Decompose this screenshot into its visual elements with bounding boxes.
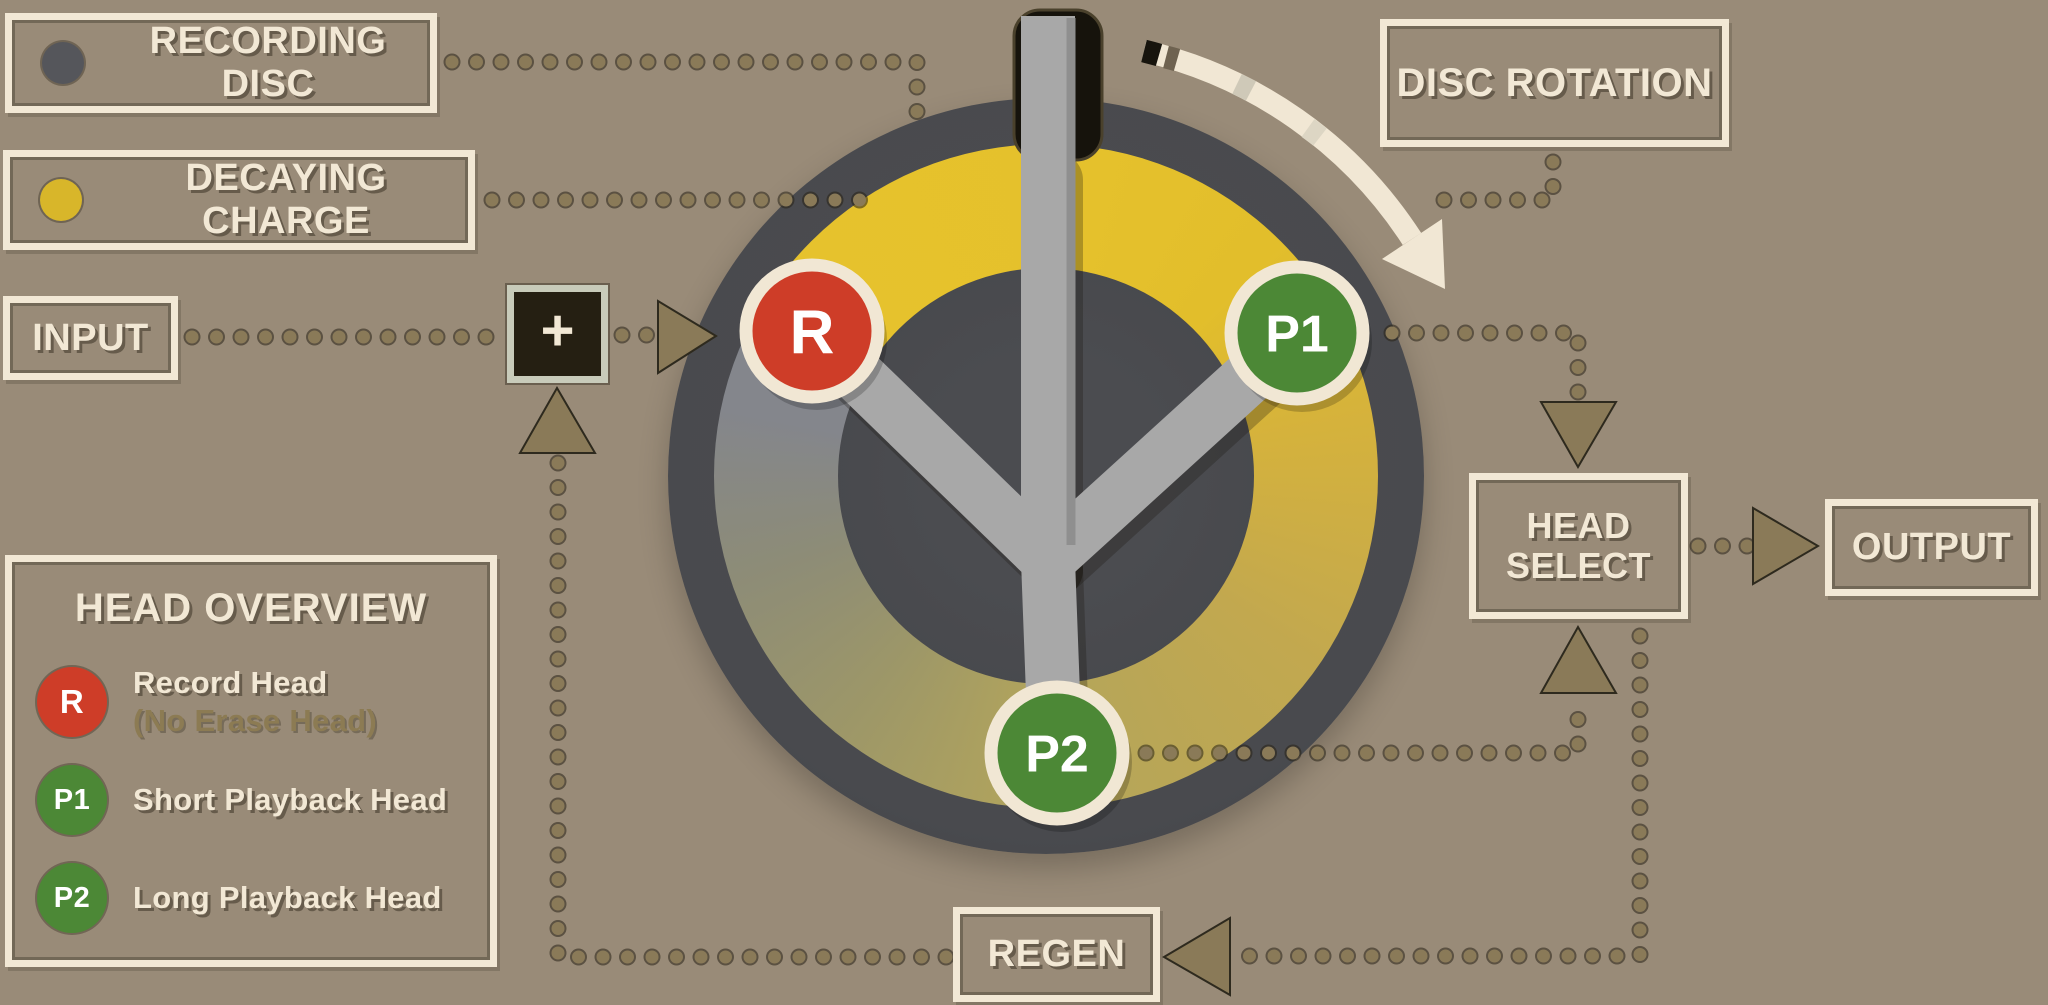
regen-to-sum-connector [558,462,946,957]
headselect-up-arrow [1539,624,1618,694]
legend-item-text: Short Playback Head [133,781,447,819]
headselect-down-arrow [1539,401,1618,470]
output-label: OUTPUT [1851,526,2012,568]
legend-item-text: Record Head (No Erase Head) [133,664,377,740]
regen-label: REGEN [987,933,1126,975]
spindle-arms [791,16,1318,775]
record-head-label: R [790,298,835,367]
regen-arrow [1162,916,1231,997]
legend-line1: Long Playback Head [133,880,442,915]
disc-rotation-arrow [1141,39,1445,289]
head-select-box: HEAD SELECT [1469,473,1688,619]
regen-box: REGEN [953,907,1160,1002]
p1-head-label: P1 [1265,306,1329,364]
p1-to-headselect-connector [1392,333,1578,396]
head-select-label: HEAD SELECT [1505,505,1651,586]
decaying-charge-key-dot [40,179,82,221]
legend-line2: (No Erase Head) [133,703,377,738]
p2-head-badge: P2 [37,863,107,933]
recording-disc-key-label: RECORDING DISC [149,20,387,105]
p1-head-badge: P1 [37,765,107,835]
output-box: OUTPUT [1825,499,2038,596]
p2-head [984,680,1130,826]
record-head-badge: R [37,667,107,737]
recording-disc-connector [452,62,917,128]
legend-item-p1: P1 Short Playback Head [37,760,447,840]
p1-head [1224,260,1370,406]
output-arrow [1752,506,1820,586]
plus-icon: + [540,298,575,363]
input-box: INPUT [3,296,178,380]
recording-disc-key: RECORDING DISC [5,13,437,113]
head-overview-legend: HEAD OVERVIEW R Record Head (No Erase He… [5,555,497,967]
legend-item-p2: P2 Long Playback Head [37,858,442,938]
legend-item-record: R Record Head (No Erase Head) [37,662,377,742]
p2-head-label: P2 [1025,726,1089,784]
input-arrow [657,299,718,375]
legend-title: HEAD OVERVIEW [74,586,428,630]
flow-arrows [518,299,1820,997]
disc-rotation-box: DISC ROTATION [1380,19,1729,147]
recording-disc-key-dot [42,42,84,84]
regen-to-sum-arrow [518,385,597,454]
legend-line1: Short Playback Head [133,782,448,817]
decaying-charge-key: DECAYING CHARGE [3,150,475,250]
input-label: INPUT [32,316,149,359]
legend-item-text: Long Playback Head [133,879,442,917]
decaying-charge-key-label: DECAYING CHARGE [185,157,387,242]
legend-line1: Record Head [133,665,328,700]
sum-node: + [507,285,608,383]
record-head [739,258,885,404]
disc-rotation-label: DISC ROTATION [1396,60,1713,105]
